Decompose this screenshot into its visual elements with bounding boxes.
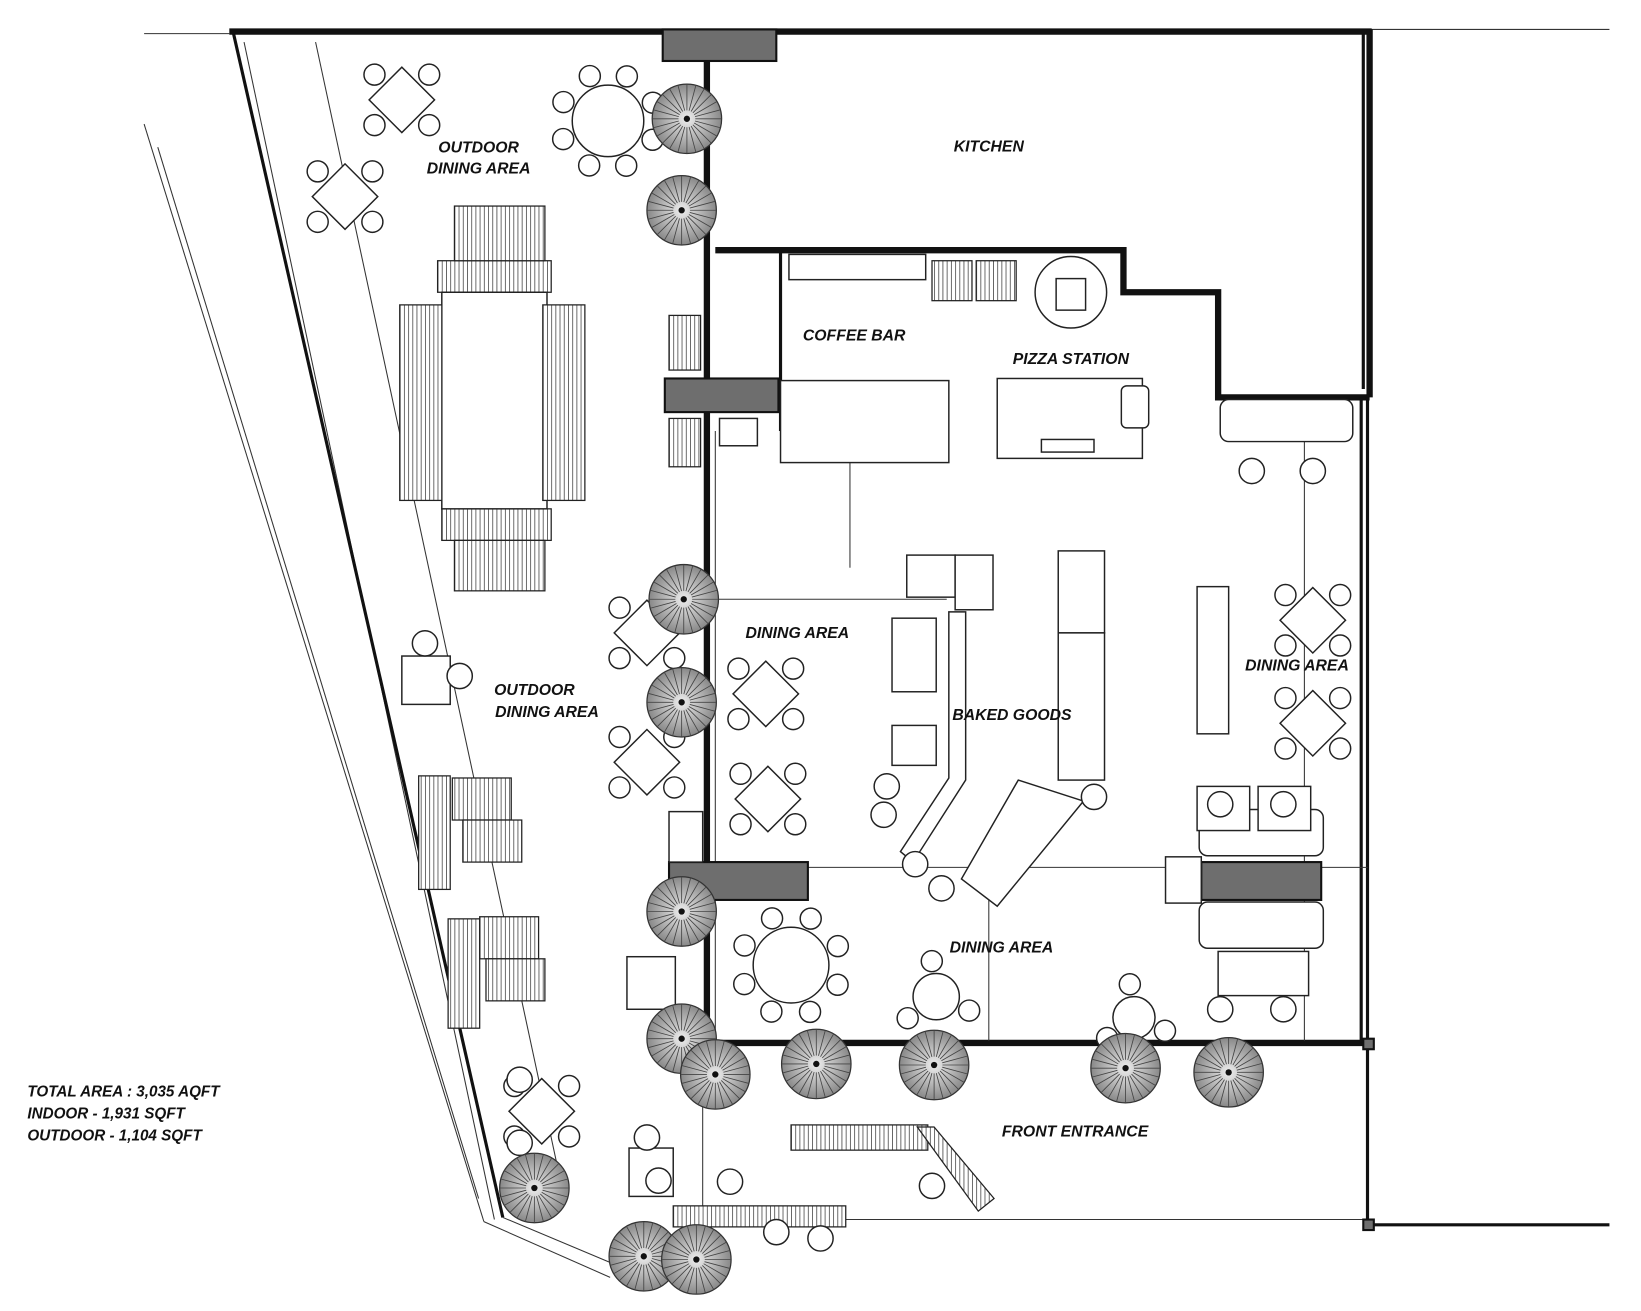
walls [229, 28, 1610, 1278]
square-table [727, 657, 805, 731]
tree-icon [499, 1152, 570, 1224]
label-front-entrance: FRONT ENTRANCE [1002, 1123, 1149, 1140]
sofa [1219, 398, 1354, 443]
baked-goods-case [1057, 632, 1106, 781]
stool [716, 1168, 744, 1196]
label-outdoor-dining-top: OUTDOOR [438, 139, 519, 156]
coffee-bar-counter [779, 379, 950, 464]
tree-icon [651, 83, 723, 155]
column-block [661, 28, 778, 63]
total-area: TOTAL AREA : 3,035 AQFT [27, 1084, 221, 1101]
stool [1238, 457, 1266, 485]
tree-icon [1193, 1037, 1264, 1108]
label-outdoor-dining-middle: OUTDOOR [494, 682, 575, 699]
square-table [306, 160, 384, 234]
stool [1269, 995, 1297, 1023]
tree-icon [646, 876, 717, 947]
area-summary: TOTAL AREA : 3,035 AQFT INDOOR - 1,931 S… [27, 1084, 221, 1145]
tree-icon [679, 1039, 751, 1110]
tables-and-chairs [306, 63, 1352, 1252]
stool [928, 875, 955, 902]
square-table [503, 1074, 581, 1148]
counters [399, 205, 1354, 1228]
label-kitchen: KITCHEN [954, 138, 1025, 155]
stool [1299, 457, 1327, 485]
tree-icon [780, 1028, 852, 1100]
indoor-area: INDOOR - 1,931 SQFT [27, 1106, 186, 1123]
stool [1080, 783, 1108, 811]
square-table [608, 725, 686, 799]
stool [446, 662, 474, 690]
label-dining-bottom: DINING AREA [950, 940, 1054, 957]
stool [506, 1129, 534, 1157]
square-table [1274, 686, 1352, 760]
tree-icon [646, 666, 717, 738]
stool [870, 801, 897, 829]
stool [645, 1167, 672, 1194]
square-table [363, 63, 441, 137]
round-table [733, 907, 850, 1024]
label-dining-center: DINING AREA [746, 625, 850, 642]
round-table [551, 64, 665, 177]
round-table [896, 949, 981, 1030]
stool [1206, 995, 1234, 1023]
column-block [663, 377, 780, 414]
stool [873, 773, 901, 800]
stool [762, 1218, 790, 1246]
stool [506, 1066, 534, 1094]
display-case [1057, 550, 1106, 634]
column-block [1200, 861, 1323, 901]
label-baked-goods: BAKED GOODS [952, 707, 1072, 724]
planters [499, 83, 1264, 1295]
label-coffee-bar: COFFEE BAR [803, 328, 906, 345]
label-pizza-station: PIZZA STATION [1013, 351, 1130, 368]
square-table [729, 762, 807, 836]
stool [633, 1124, 661, 1151]
stool [1269, 790, 1297, 818]
tree-icon [648, 563, 720, 635]
room-labels: OUTDOOR DINING AREA KITCHEN COFFEE BAR P… [427, 138, 1349, 1140]
label-outdoor-dining-top-2: DINING AREA [427, 160, 531, 177]
square-table [1274, 583, 1352, 657]
stool [918, 1172, 946, 1200]
stool [1206, 790, 1234, 818]
outdoor-area: OUTDOOR - 1,104 SQFT [27, 1128, 203, 1145]
tree-icon [1090, 1032, 1161, 1104]
tree-icon [898, 1029, 970, 1101]
sofa [1198, 901, 1325, 950]
label-outdoor-dining-middle-2: DINING AREA [495, 704, 599, 721]
stool [901, 850, 929, 878]
tree-icon [646, 174, 717, 246]
stool [807, 1225, 834, 1252]
tree-icon [661, 1224, 732, 1295]
label-dining-right: DINING AREA [1245, 658, 1349, 675]
stool [411, 630, 439, 657]
